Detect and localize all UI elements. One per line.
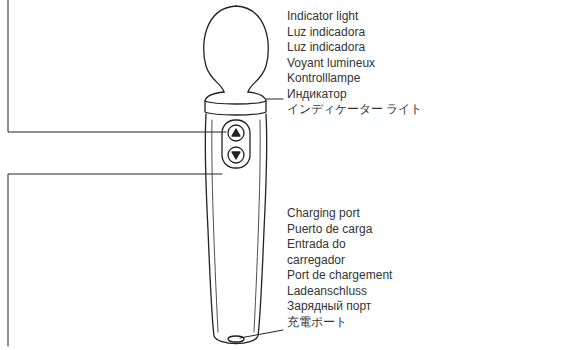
part-label: Port de chargement (287, 268, 392, 284)
part-label: Puerto de carga (287, 222, 392, 238)
part-label: Зарядный порт (287, 299, 392, 315)
part-label: Ladeanschluss (287, 284, 392, 300)
indicator-light-labels: Indicator lightLuz indicadoraLuz indicad… (287, 9, 422, 118)
part-label: Kontrolllampe (287, 71, 422, 87)
part-label: Luz indicadora (287, 25, 422, 41)
part-label: 充電ポート (287, 315, 392, 331)
part-label: Индикатор (287, 87, 422, 103)
part-label: Charging port (287, 206, 392, 222)
charging-port-labels: Charging portPuerto de cargaEntrada do c… (287, 206, 392, 330)
part-label: Voyant lumineux (287, 56, 422, 72)
part-label: Entrada do carregador (287, 237, 361, 268)
part-label: Indicator light (287, 9, 422, 25)
part-label: インディケーター ライト (287, 102, 422, 118)
part-label: Luz indicadora (287, 40, 422, 56)
